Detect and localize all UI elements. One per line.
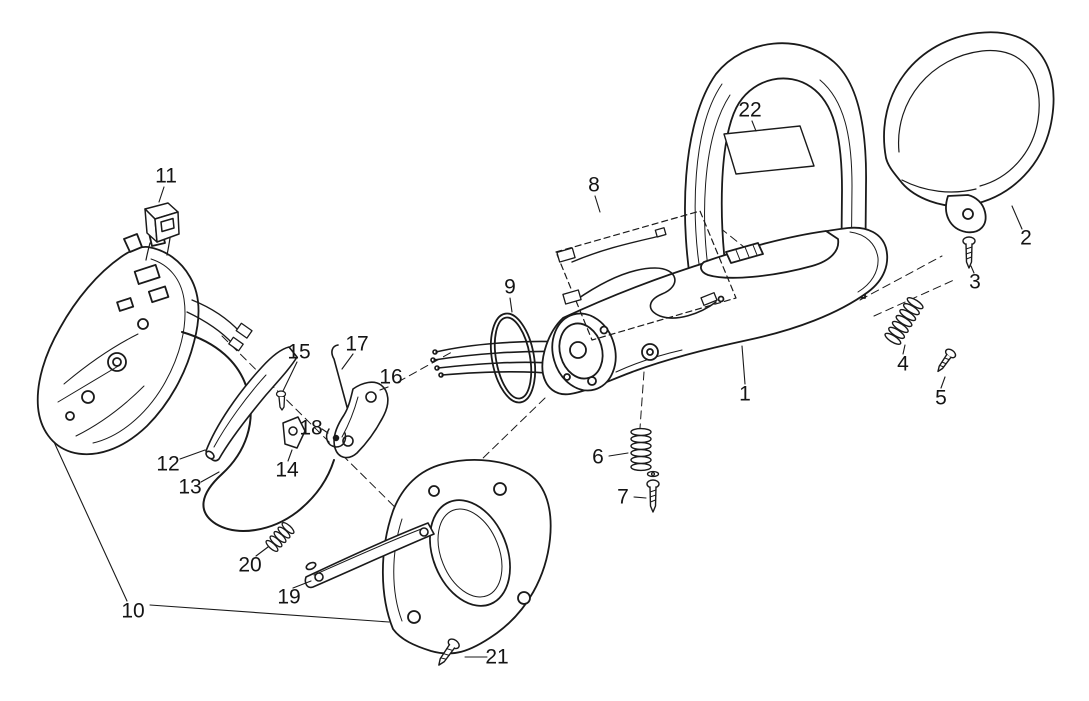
- left-housing: [36, 230, 200, 456]
- switch: [144, 202, 180, 261]
- callout-4: 4: [897, 352, 909, 376]
- callout-3: 3: [969, 270, 981, 294]
- callout-10: 10: [121, 599, 145, 623]
- callout-13: 13: [178, 475, 202, 499]
- washer-7: [646, 470, 660, 478]
- leader-lines: [53, 120, 1023, 658]
- callout-19: 19: [277, 585, 301, 609]
- screw-21: [438, 638, 460, 666]
- trigger-lever: [205, 346, 298, 462]
- callout-1: 1: [739, 382, 751, 406]
- cable-13: [181, 331, 335, 532]
- callout-15: 15: [287, 340, 311, 364]
- callout-11: 11: [155, 164, 177, 188]
- callout-7: 7: [617, 485, 629, 509]
- spring-20: [265, 521, 295, 553]
- pivot-block-14: [282, 416, 306, 449]
- callout-20: 20: [238, 553, 262, 577]
- spring-6: [630, 427, 652, 472]
- callout-17: 17: [345, 332, 369, 356]
- clip-18: [325, 428, 347, 448]
- screw-5: [937, 348, 957, 373]
- spring-4: [884, 297, 924, 345]
- harness-wires: [186, 299, 253, 352]
- slide-rail: [304, 522, 435, 589]
- callout-9: 9: [504, 275, 516, 299]
- hand-guard: [883, 31, 1055, 234]
- bracket-16: [333, 381, 389, 459]
- main-housing: [541, 226, 889, 396]
- callout-21: 21: [485, 645, 509, 669]
- callout-14: 14: [275, 458, 299, 482]
- loop-handle: [684, 42, 867, 303]
- callout-2: 2: [1020, 226, 1032, 250]
- housing-plate: [381, 459, 552, 655]
- construction-lines: [221, 211, 955, 525]
- label-sticker: [723, 125, 815, 175]
- screw-15: [275, 390, 287, 411]
- callout-18: 18: [299, 416, 323, 440]
- callout-12: 12: [156, 452, 180, 476]
- callout-22: 22: [738, 98, 762, 122]
- callout-8: 8: [588, 173, 600, 197]
- callout-5: 5: [935, 386, 947, 410]
- cable-assembly-group: [555, 210, 737, 341]
- screw-3: [962, 236, 976, 269]
- callout-16: 16: [379, 365, 403, 389]
- callout-6: 6: [592, 445, 604, 469]
- screw-7: [646, 479, 660, 513]
- o-ring: [489, 312, 537, 404]
